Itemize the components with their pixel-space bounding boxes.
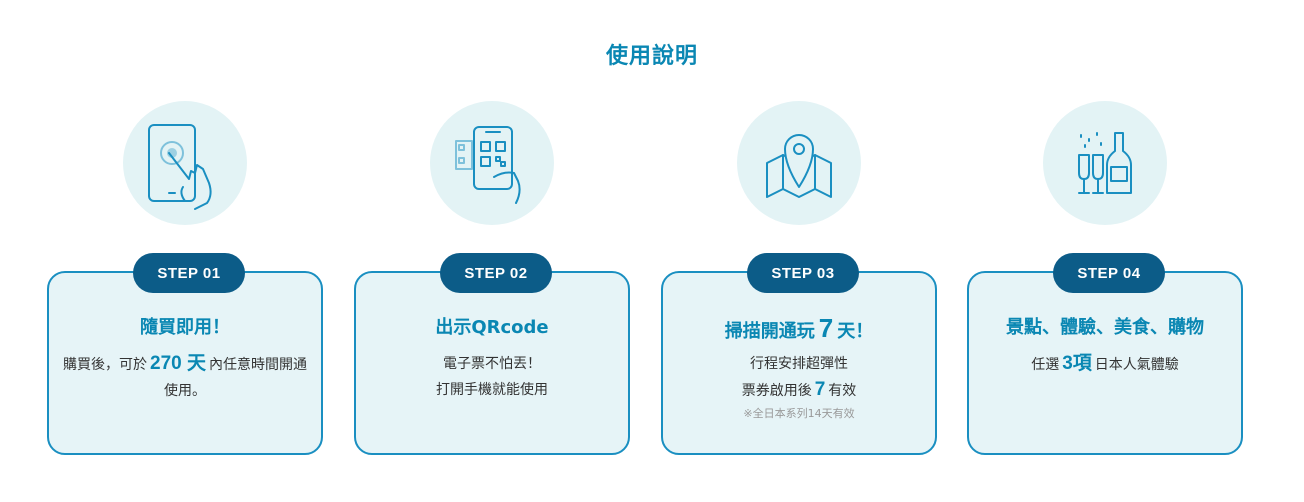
step-1-label: STEP 01 <box>133 253 245 293</box>
step-4-body-suffix: 日本人氣體驗 <box>1094 357 1179 373</box>
step-2-body: 電子票不怕丟！ 打開手機就能使用 <box>366 351 618 403</box>
step-4-body-prefix: 任選 <box>1031 357 1060 373</box>
step-3-title-prefix: 掃描開通玩 <box>724 321 815 342</box>
map-pin-icon <box>766 134 832 198</box>
champagne-bottle-icon <box>1078 132 1132 194</box>
step-3-title-suffix: 天！ <box>837 321 874 342</box>
step-3-icon-circle <box>737 101 861 225</box>
step-3-line-1: 行程安排超彈性 <box>750 356 848 372</box>
step-3-note: ※全日本系列14天有效 <box>743 407 855 420</box>
page-title: 使用說明 <box>605 44 698 69</box>
step-2-line-1: 電子票不怕丟！ <box>443 356 541 372</box>
qr-code-phone-icon <box>455 126 521 204</box>
hand-tap-phone-icon <box>148 124 212 210</box>
step-4-title: 景點、體驗、美食、購物 <box>1006 317 1204 338</box>
step-1-icon-circle <box>123 101 247 225</box>
step-1-title: 隨買即用！ <box>140 317 230 338</box>
step-3-title-number: 7 <box>818 313 834 343</box>
step-card-2: 出示QRcode 電子票不怕丟！ 打開手機就能使用 STEP 02 <box>354 0 634 502</box>
step-1-body-suffix: 內任意時間開通使用。 <box>164 357 307 399</box>
step-2-line-2: 打開手機就能使用 <box>436 382 548 398</box>
step-4-icon-circle <box>1043 101 1167 225</box>
step-3-line-2-prefix: 票券啟用後 <box>741 383 812 399</box>
step-3-line-2-number: 7 <box>814 379 826 400</box>
step-3-line-2-suffix: 有效 <box>828 383 857 399</box>
step-2-card: 出示QRcode 電子票不怕丟！ 打開手機就能使用 <box>354 271 630 455</box>
step-2-icon-circle <box>430 101 554 225</box>
step-1-body-prefix: 購買後，可於 <box>63 357 147 373</box>
step-2-label: STEP 02 <box>440 253 552 293</box>
step-4-body-highlight: 3項 <box>1062 353 1092 374</box>
step-2-title: 出示QRcode <box>435 317 549 338</box>
step-1-body-highlight: 270 天 <box>150 353 206 374</box>
step-4-label: STEP 04 <box>1053 253 1165 293</box>
step-3-label: STEP 03 <box>747 253 859 293</box>
